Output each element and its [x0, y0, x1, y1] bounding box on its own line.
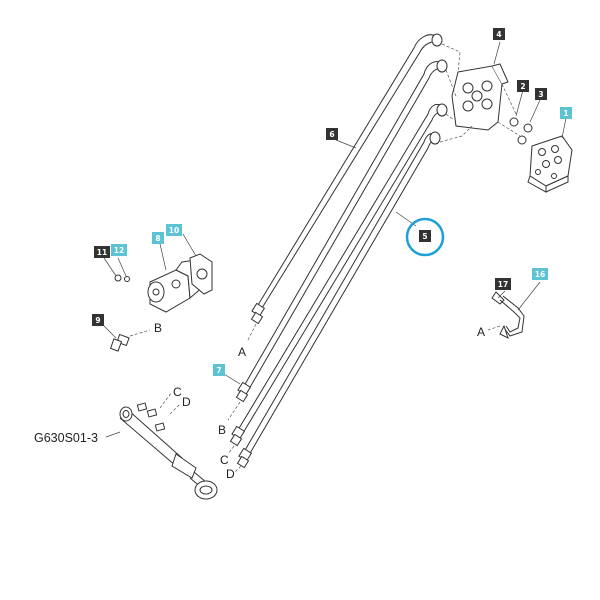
o-ring-3	[523, 123, 533, 133]
callout-box-2[interactable]: 2	[517, 80, 529, 92]
ref-letter-b-fitting: B	[154, 321, 162, 335]
callout-box-4[interactable]: 4	[493, 28, 505, 40]
callout-label-3: 3	[538, 90, 543, 99]
ref-letter-c-hose: C	[220, 453, 229, 467]
steering-unit	[527, 135, 573, 193]
callout-box-16[interactable]: 16	[532, 268, 548, 280]
leader-callout-7	[223, 373, 241, 385]
leader-callout-10	[182, 233, 197, 257]
adapter-fitting-9	[109, 333, 130, 352]
leader-callout-2	[515, 89, 524, 117]
leader-callout-9	[103, 325, 117, 339]
ref-letter-a-hose: A	[238, 345, 246, 359]
leader-callout-8	[159, 243, 167, 271]
leader-drawing-id	[105, 431, 121, 438]
callout-label-2: 2	[520, 82, 525, 91]
fitting-11	[114, 274, 122, 282]
leader-callout-3	[529, 99, 541, 123]
callout-box-9[interactable]: 9	[92, 314, 104, 326]
leader-callout-6	[335, 139, 357, 149]
leader-d-hose	[234, 465, 242, 473]
callout-label-7: 7	[216, 366, 221, 375]
callout-box-12[interactable]: 12	[111, 244, 127, 256]
callout-label-17: 17	[498, 280, 508, 289]
callout-label-11: 11	[97, 248, 107, 257]
hose-assembly-group	[227, 33, 448, 473]
pump-gasket-hole	[196, 268, 208, 280]
hose-6-top-fitting	[431, 33, 443, 47]
leader-callout-1	[561, 117, 567, 139]
o-ring-2b	[517, 135, 527, 145]
leader-callout-16	[517, 281, 541, 311]
leader-b-hose	[227, 401, 241, 421]
callout-label-16: 16	[535, 270, 545, 279]
hose-6-bottom-fitting	[250, 302, 266, 325]
ref-letter-d-cyl: D	[182, 395, 191, 409]
leader-a-pipe	[487, 325, 501, 331]
hose-5b-edge-a	[243, 133, 435, 453]
ref-letter-a-pipe: A	[477, 325, 485, 339]
hose-5a-bottom-fitting	[229, 425, 246, 447]
hose-5a-top-fitting	[436, 103, 448, 117]
callout-box-7[interactable]: 7	[213, 364, 225, 376]
callout-label-4: 4	[496, 30, 501, 39]
callout-box-11[interactable]: 11	[94, 246, 110, 258]
hose-7-bottom-fitting	[235, 381, 252, 403]
callout-box-3[interactable]: 3	[535, 88, 547, 100]
hose-7-edge-a	[243, 61, 441, 387]
fitting-12	[124, 276, 130, 282]
steering-port-plate	[439, 43, 521, 143]
leader-b-fitting	[129, 329, 151, 337]
hose-5b-top-fitting	[429, 131, 441, 145]
hose-5a-edge-b	[242, 111, 447, 434]
leader-c-hose	[227, 445, 235, 455]
highlight-ring-callout-5	[405, 217, 445, 257]
callout-box-6[interactable]: 6	[326, 128, 338, 140]
leader-callout-17	[497, 290, 506, 299]
ref-letter-c-cyl: C	[173, 385, 182, 399]
callout-label-8: 8	[155, 234, 160, 243]
callout-label-5: 5	[422, 232, 427, 241]
callout-label-12: 12	[114, 246, 124, 255]
callout-box-8[interactable]: 8	[152, 232, 164, 244]
callout-box-1[interactable]: 1	[560, 107, 572, 119]
hose-5b-bottom-fitting	[236, 447, 253, 469]
callout-label-10: 10	[169, 226, 179, 235]
callout-box-10[interactable]: 10	[166, 224, 182, 236]
callout-box-5[interactable]: 5	[419, 230, 431, 242]
leader-callout-4	[493, 41, 501, 65]
o-rings	[509, 117, 533, 145]
hose-7-top-fitting	[436, 59, 448, 73]
callout-box-17[interactable]: 17	[495, 278, 511, 290]
steering-cylinder	[119, 402, 218, 500]
drawing-id-label: G630S01-3	[34, 431, 98, 445]
ref-letter-b-hose: B	[218, 423, 226, 437]
hose-7-edge-b	[248, 67, 445, 390]
steel-pipe-16	[491, 291, 525, 339]
o-ring-2	[509, 117, 519, 127]
callout-label-9: 9	[95, 316, 100, 325]
callout-label-6: 6	[329, 130, 334, 139]
leader-callout-12	[117, 257, 127, 277]
leader-callout-11	[103, 257, 117, 277]
hose-5b-edge-b	[248, 139, 439, 456]
ref-letter-d-hose: D	[226, 467, 235, 481]
leader-a-hose	[246, 323, 257, 343]
leader-c-cyl	[159, 391, 173, 409]
leader-d-cyl	[169, 403, 181, 415]
callout-label-1: 1	[563, 109, 568, 118]
